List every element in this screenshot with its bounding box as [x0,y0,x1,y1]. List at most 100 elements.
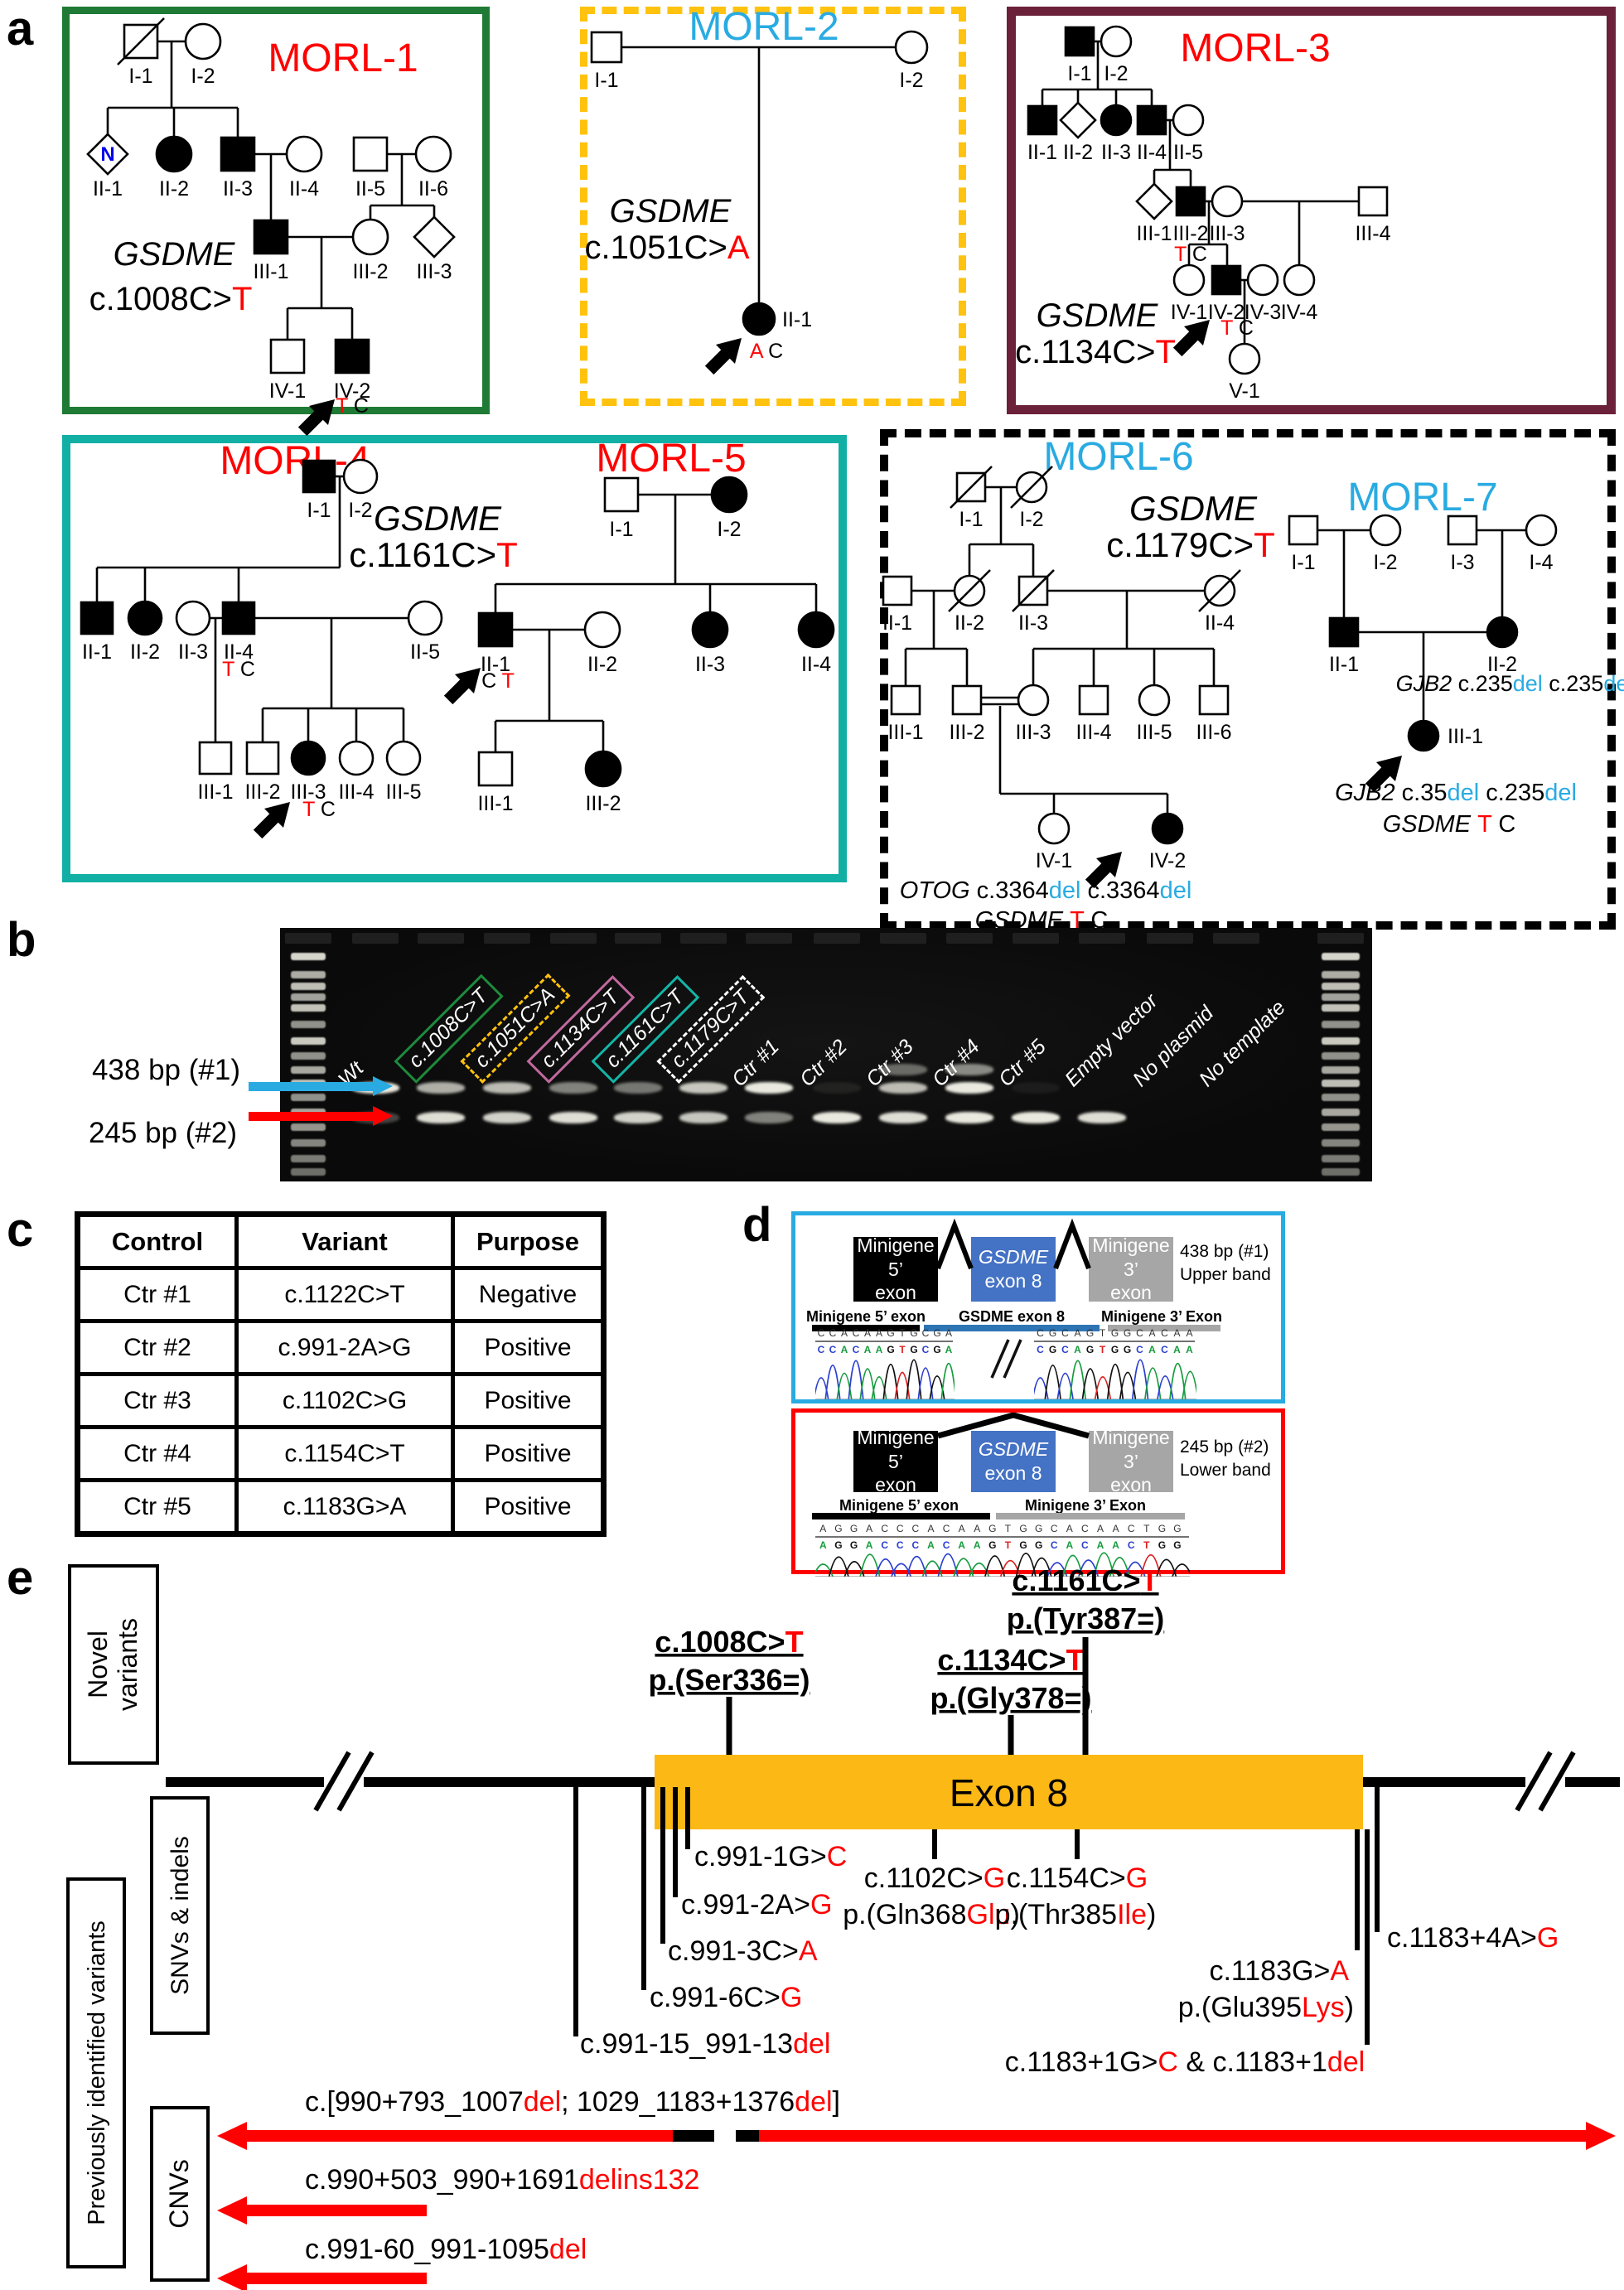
pedigree-member-morl7-II-1: II-1 [1328,616,1360,676]
break-slash [1538,1751,1576,1812]
snv-label: p.(Thr385Ile) [995,1899,1157,1930]
member-id-label: III-2 [585,792,621,815]
member-id-label: I-2 [1104,62,1128,85]
bar-exon8 [924,1325,1100,1331]
pedigree-member-morl7-I-4: I-4 [1525,514,1558,574]
family-title-morl5: MORL-5 [596,437,746,481]
genotype-label: A C [750,340,783,363]
member-id-label: I-1 [609,518,633,541]
member-id-label: I-1 [1067,62,1091,85]
variant-tick [573,1787,578,2036]
upper-band-label: Upper band [1180,1265,1271,1284]
ladder-band [1322,1052,1360,1060]
member-id-label: I-2 [1019,508,1043,531]
ladder-band [1322,1139,1360,1147]
map-group-box [66,1877,126,2268]
panel-label-e: e [7,1551,34,1605]
ladder-band [291,1123,326,1131]
pedigree-member-morl1-II-6: II-6 [414,135,452,200]
gel-band-lower [879,1112,927,1123]
gene-variant-text: GSDME T C [1383,811,1516,838]
table-cell: c.1122C>T [234,1266,455,1323]
minigene-box: Minigene 3’exon [1089,1234,1173,1303]
cnv-arrow-shaft [244,2205,427,2216]
pedigree-member-morl3-III-3: III-3 [1209,185,1245,245]
ladder-band [291,1066,326,1074]
pedigree-member-morl6-II-2: II-2 [948,569,991,635]
gene-variant-text: GSDME [1129,489,1258,528]
gel-well [285,933,331,944]
cnv-arrow-head-left [217,2264,247,2290]
panel-label-c: c [7,1203,34,1257]
pedigree-member-morl6-IV-2: IV-2 [1149,812,1186,872]
member-id-label: II-4 [801,653,831,676]
member-id-label: I-2 [191,65,215,88]
cnv-arrow-shaft [244,2130,1589,2142]
pedigree-member-morl6-I-2: I-2 [1010,466,1053,531]
variant-tick [1365,1829,1370,2045]
member-id-label: III-6 [1196,721,1231,744]
table-cell: c.991-2A>G [234,1319,455,1376]
exon8-box [655,1755,1363,1829]
ladder-band [1322,1080,1360,1087]
member-id-label: II-4 [1205,611,1235,635]
gel-band-upper [417,1082,465,1094]
member-id-label: III-1 [253,260,288,283]
gel-well [1317,933,1364,944]
panel-label-a: a [7,2,34,56]
table-cell: c.1183G>A [234,1478,455,1536]
ladder-band [291,983,326,990]
gene-variant-text: c.1161C>T [349,535,518,574]
svg-text:N: N [100,143,114,166]
gel-well [814,933,860,944]
member-id-label: II-4 [289,177,319,200]
pedigree-member-morl3-IV-3: IV-3 [1245,263,1281,324]
family-box-morl2 [580,7,966,406]
member-id-label: IV-2 [334,379,370,403]
gel-band-upper [945,1082,993,1094]
gel-band-upper [549,1082,597,1094]
member-id-label: I-2 [1373,551,1397,574]
table-cell: Ctr #4 [75,1425,239,1482]
variant-tick [685,1787,690,1849]
gene-variant-text: GSDME [374,499,502,538]
gel-well [1013,933,1059,944]
table-header: Purpose [451,1212,606,1270]
pedigree-member-morl3-IV-1: IV-1 [1171,263,1207,324]
table-cell: Ctr #2 [75,1319,239,1376]
pedigree-member-morl7-III-1: III-1 [1407,719,1483,752]
member-id-label: III-4 [338,780,374,804]
gel-well [746,933,792,944]
gel-band-upper [679,1082,727,1094]
pedigree-member-morl5-I-2: I-2 [710,476,748,541]
pedigree-member-morl1-IV-1: IV-1 [269,338,306,403]
gel-band-lower [679,1112,727,1123]
member-id-label: II-3 [178,640,208,664]
genotype-label: C T [481,669,515,693]
gene-variant-text: OTOG c.3364del c.3364del [900,877,1192,904]
proband-arrow-icon [1172,320,1210,357]
proband-arrow-icon [704,338,742,375]
member-id-label: V-1 [1229,379,1260,403]
member-id-label: III-1 [477,792,513,815]
bar-label: Minigene 3’ Exon [1100,1308,1223,1325]
genotype-label: T C [1220,316,1254,340]
cnv-retained-mark [673,2130,714,2142]
gel-well [550,933,597,944]
pedigree-member-morl1-II-2: II-2 [155,135,193,200]
gel-well [352,933,399,944]
member-id-label: III-3 [290,780,326,804]
minigene-box: Minigene 3’exon [1089,1427,1173,1495]
chromatogram-right [1034,1359,1196,1399]
pedigree-member-morl6-III-5: III-5 [1136,684,1172,744]
member-id-label: IV-2 [1208,301,1245,324]
gene-variant-text: GJB2 c.35del c.235del [1335,780,1577,806]
member-id-label: IV-1 [1171,301,1207,324]
ladder-band [1322,1168,1360,1176]
table-cell: c.1102C>G [234,1372,455,1429]
pedigree-member-morl6-I-1: I-1 [950,466,993,531]
